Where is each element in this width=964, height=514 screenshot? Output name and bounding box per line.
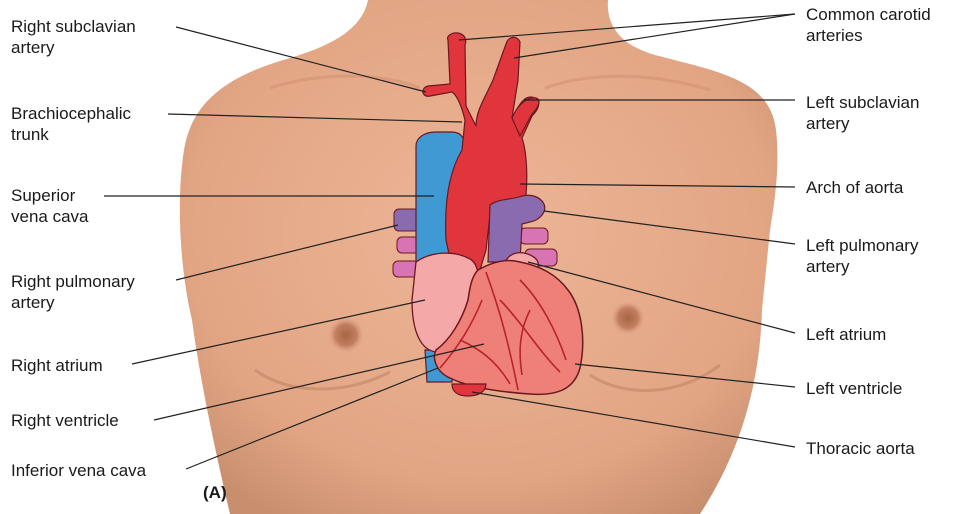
label-arch-of-aorta: Arch of aorta [806, 177, 903, 198]
label-thoracic-aorta: Thoracic aorta [806, 438, 915, 459]
panel-label: (A) [203, 483, 227, 503]
label-right-ventricle: Right ventricle [11, 410, 119, 431]
label-left-ventricle: Left ventricle [806, 378, 902, 399]
label-right-atrium: Right atrium [11, 355, 103, 376]
nipple-left [328, 317, 364, 353]
left-pulmonary-vein-1 [520, 228, 548, 244]
label-left-atrium: Left atrium [806, 324, 886, 345]
nipple-right [611, 301, 645, 335]
label-inferior-vena-cava: Inferior vena cava [11, 460, 146, 481]
